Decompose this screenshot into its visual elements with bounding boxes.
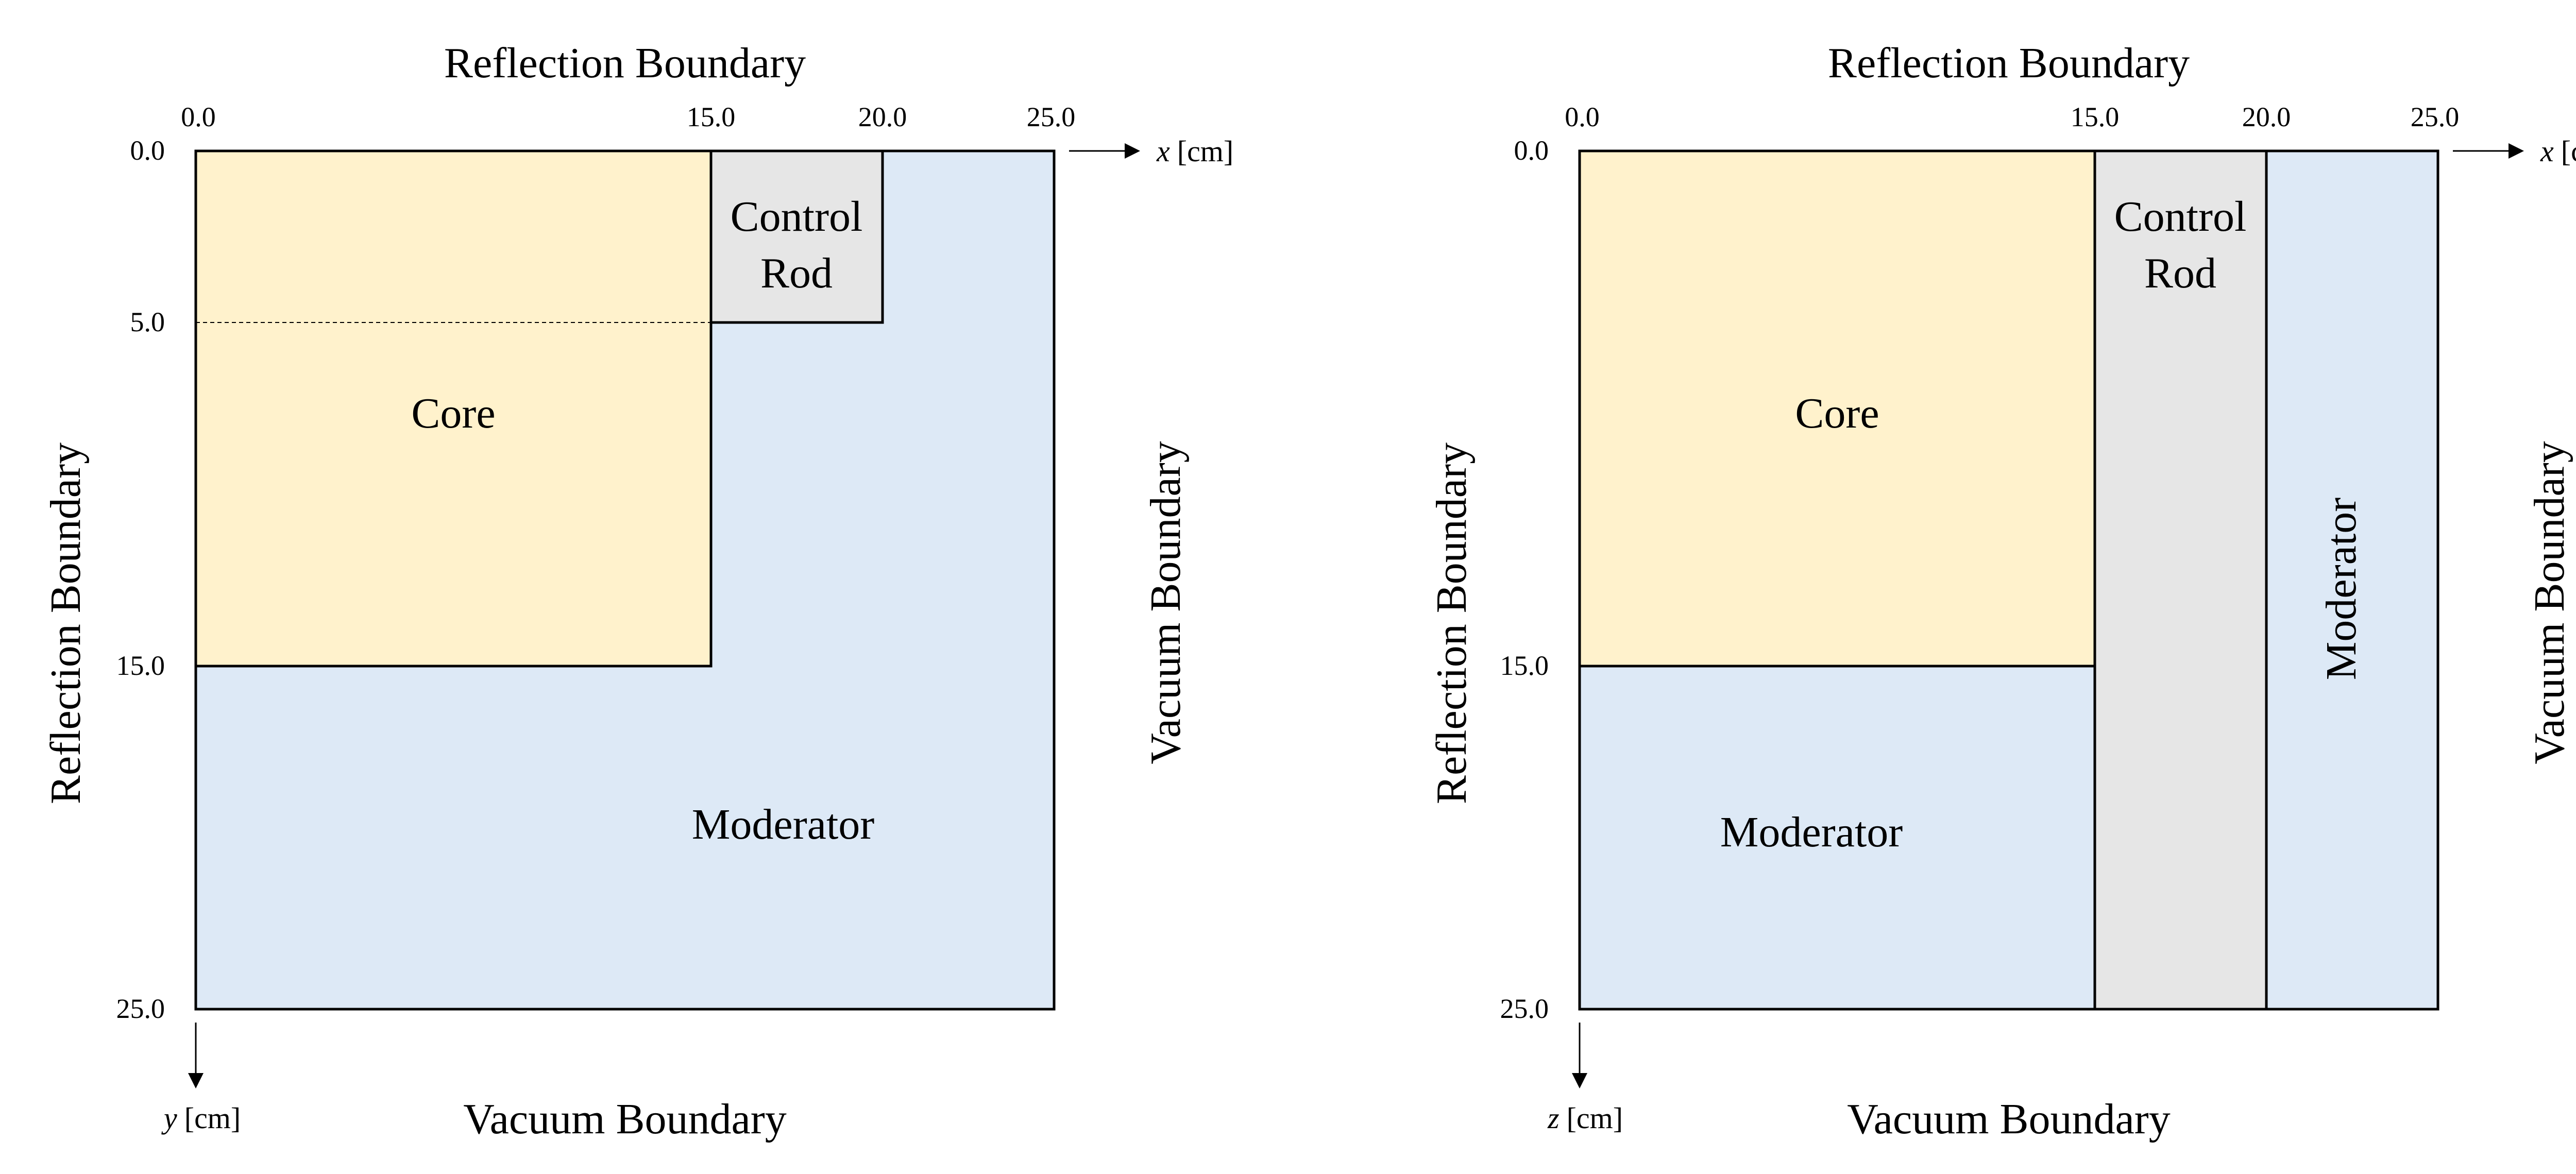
panel-xy: Core Control Rod Moderator Reflection Bo… [42,39,1233,1143]
control-rod-label-line1: Control [731,193,863,241]
core-region [194,149,713,668]
x-tick-25: 25.0 [1027,101,1076,132]
y-tick-25: 25.0 [116,993,165,1024]
control-rod-label-line1: Control [2114,193,2247,241]
top-boundary-label: Reflection Boundary [1828,39,2190,87]
left-boundary-label: Reflection Boundary [42,443,90,804]
z-axis-label: z[cm] [1547,1101,1623,1135]
left-boundary-label: Reflection Boundary [1428,443,1476,804]
z-tick-25: 25.0 [1500,993,1549,1024]
bottom-boundary-label: Vacuum Boundary [1847,1095,2171,1143]
x-tick-25: 25.0 [2411,101,2460,132]
x-tick-0: 0.0 [181,101,216,132]
moderator-bottom-label: Moderator [1720,808,1903,856]
control-rod-region [2093,149,2268,1011]
right-boundary-label: Vacuum Boundary [1142,441,1190,764]
x-tick-15: 15.0 [687,101,736,132]
z-tick-15: 15.0 [1500,650,1549,681]
panel-xz: Core Control Rod Moderator Moderator Ref… [1428,39,2576,1143]
control-rod-label-line2: Rod [2144,249,2216,297]
core-label: Core [411,389,495,437]
y-tick-15: 15.0 [116,650,165,681]
y-tick-5: 5.0 [130,307,165,337]
moderator-right-label: Moderator [2317,498,2365,680]
x-tick-20: 20.0 [858,101,907,132]
x-tick-15: 15.0 [2071,101,2120,132]
z-tick-0: 0.0 [1514,135,1549,166]
x-axis-label: x[cm] [1156,134,1233,168]
top-boundary-label: Reflection Boundary [444,39,806,87]
control-rod-label-line2: Rod [760,249,833,297]
moderator-label: Moderator [692,801,875,848]
bottom-boundary-label: Vacuum Boundary [463,1095,787,1143]
right-boundary-label: Vacuum Boundary [2526,441,2573,764]
x-axis-label: x[cm] [2540,134,2576,168]
core-region [1578,149,2096,668]
x-tick-20: 20.0 [2242,101,2291,132]
control-rod-region [709,149,884,324]
y-axis-label: y[cm] [161,1101,241,1135]
core-label: Core [1795,389,1879,437]
x-tick-0: 0.0 [1565,101,1600,132]
y-tick-0: 0.0 [130,135,165,166]
